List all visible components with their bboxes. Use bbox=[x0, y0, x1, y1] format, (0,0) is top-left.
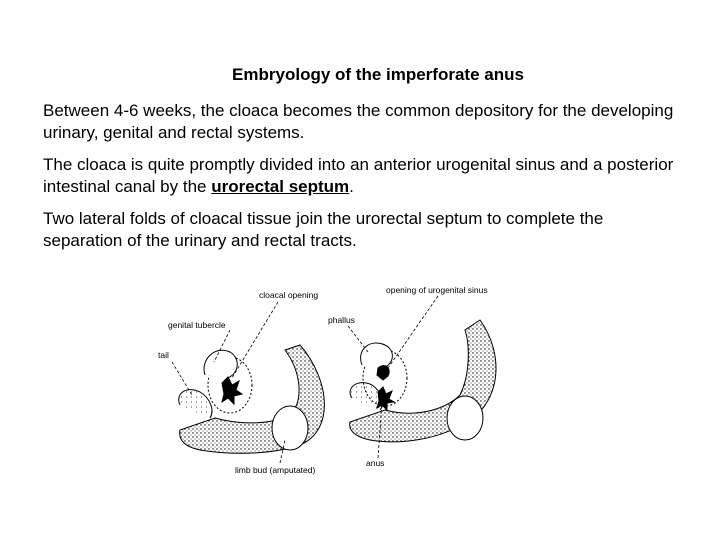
label-opening-urogenital-sinus: opening of urogenital sinus bbox=[386, 285, 488, 295]
paragraph-2-text: The cloaca is quite promptly divided int… bbox=[43, 155, 674, 196]
paragraph-lateral-folds: Two lateral folds of cloacal tissue join… bbox=[43, 209, 604, 250]
label-genital-tubercle: genital tubercle bbox=[168, 320, 226, 330]
paragraph-urorectal-septum: The cloaca is quite promptly divided int… bbox=[43, 154, 683, 198]
label-tail: tail bbox=[158, 350, 169, 360]
label-anus: anus bbox=[366, 458, 384, 468]
paragraph-2-period: . bbox=[349, 177, 354, 196]
label-phallus: phallus bbox=[328, 315, 355, 325]
leader-lines bbox=[171, 295, 439, 464]
paragraph-cloaca-depository: Between 4-6 weeks, the cloaca becomes th… bbox=[43, 101, 674, 142]
slide-title: Embryology of the imperforate anus bbox=[232, 65, 524, 84]
label-limb-bud: limb bud (amputated) bbox=[235, 465, 315, 475]
label-cloacal-opening: cloacal opening bbox=[259, 290, 318, 300]
urorectal-septum-term: urorectal septum bbox=[211, 177, 350, 196]
embryo-right-drawing bbox=[349, 319, 497, 443]
embryo-left-drawing bbox=[178, 344, 325, 454]
